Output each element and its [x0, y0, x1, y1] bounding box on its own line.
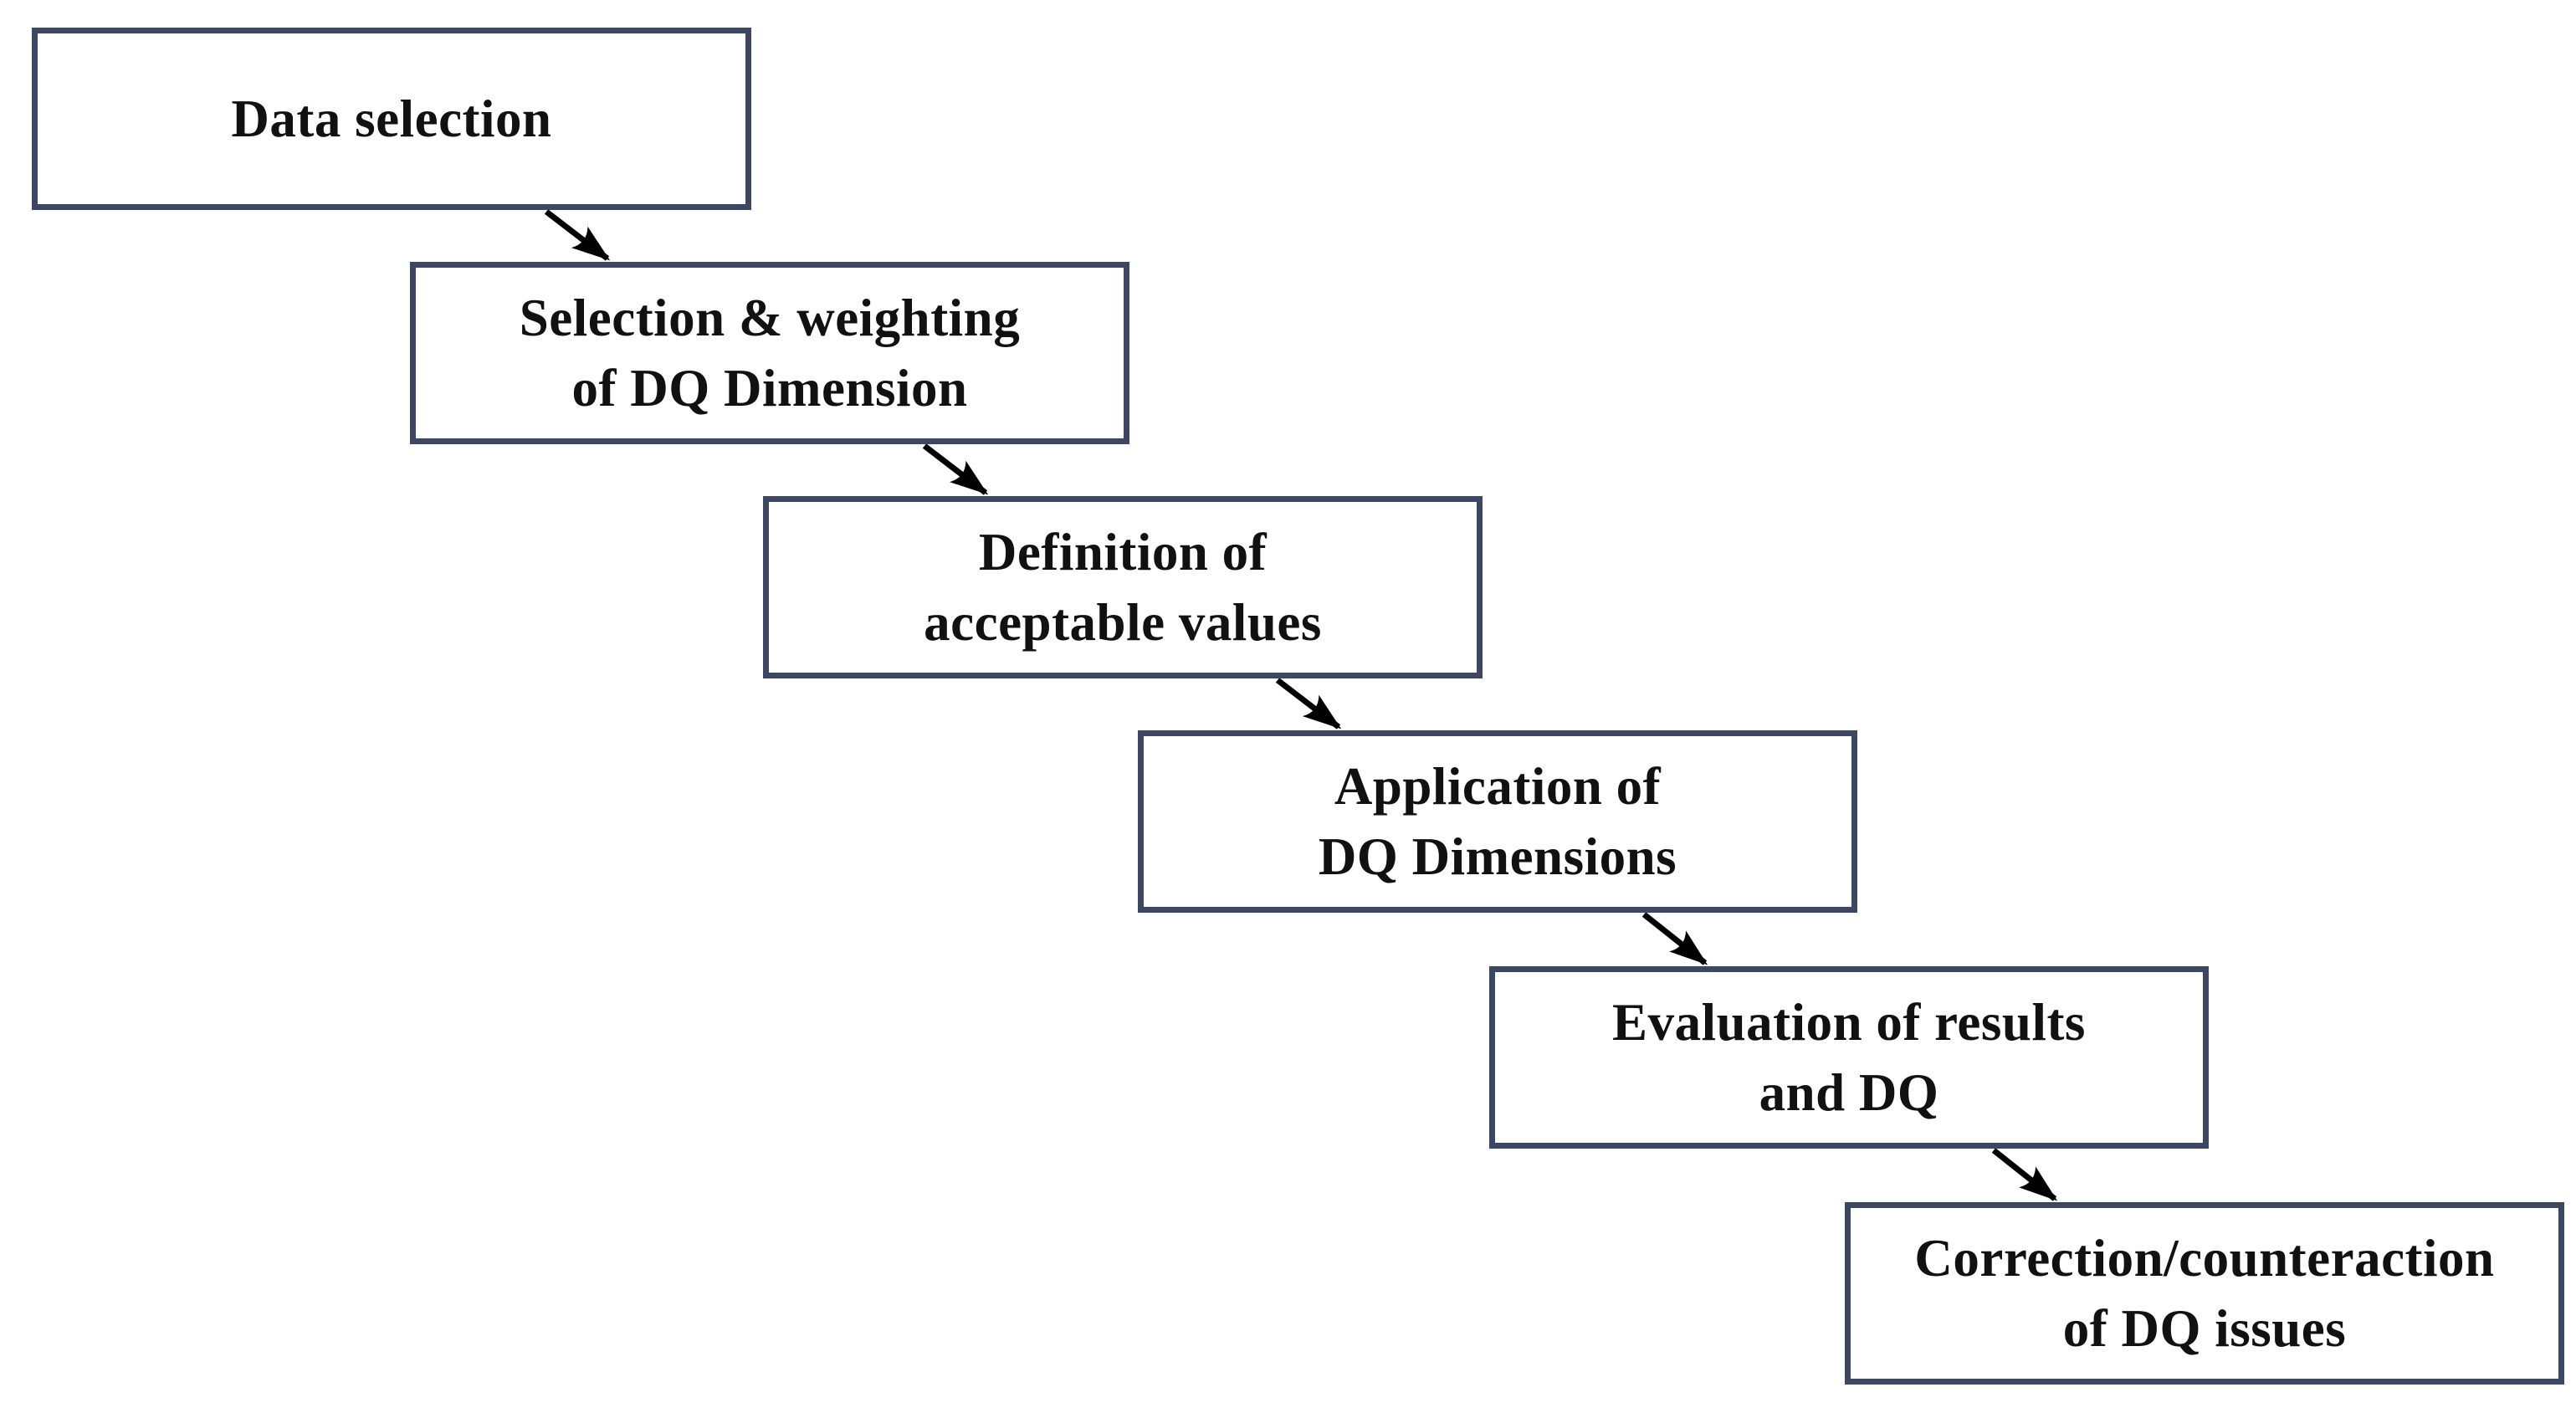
flow-step-label: Selection & weighting [519, 289, 1021, 347]
flow-step-label: and DQ [1759, 1063, 1939, 1122]
flow-step-label: of DQ issues [2062, 1299, 2347, 1358]
flow-arrow [544, 209, 611, 261]
flow-arrow [1991, 1148, 2058, 1201]
flow-arrow [922, 443, 989, 495]
flow-step-correction-counteraction-of-dq-issues: Correction/counteraction of DQ issues [1845, 1202, 2564, 1385]
flow-step-label: of DQ Dimension [571, 359, 968, 417]
flow-step-label: Application of [1334, 757, 1662, 816]
flow-step-label: Definition of [978, 523, 1268, 581]
flow-step-selection-weighting-of-dq-dimension: Selection & weighting of DQ Dimension [410, 262, 1129, 444]
flow-step-data-selection: Data selection [32, 28, 751, 210]
flow-step-label: Correction/counteraction [1914, 1229, 2495, 1287]
flow-step-label: acceptable values [924, 593, 1322, 652]
flow-step-label: Evaluation of results [1612, 993, 2086, 1052]
flow-step-application-of-dq-dimensions: Application of DQ Dimensions [1138, 730, 1857, 913]
flow-step-definition-of-acceptable-values: Definition of acceptable values [763, 496, 1483, 678]
flow-step-label: Data selection [231, 90, 552, 148]
flow-arrow [1275, 678, 1342, 729]
flow-step-label: DQ Dimensions [1318, 827, 1677, 886]
flow-arrow [1641, 912, 1708, 965]
flow-step-evaluation-of-results-and-dq: Evaluation of results and DQ [1489, 966, 2209, 1149]
